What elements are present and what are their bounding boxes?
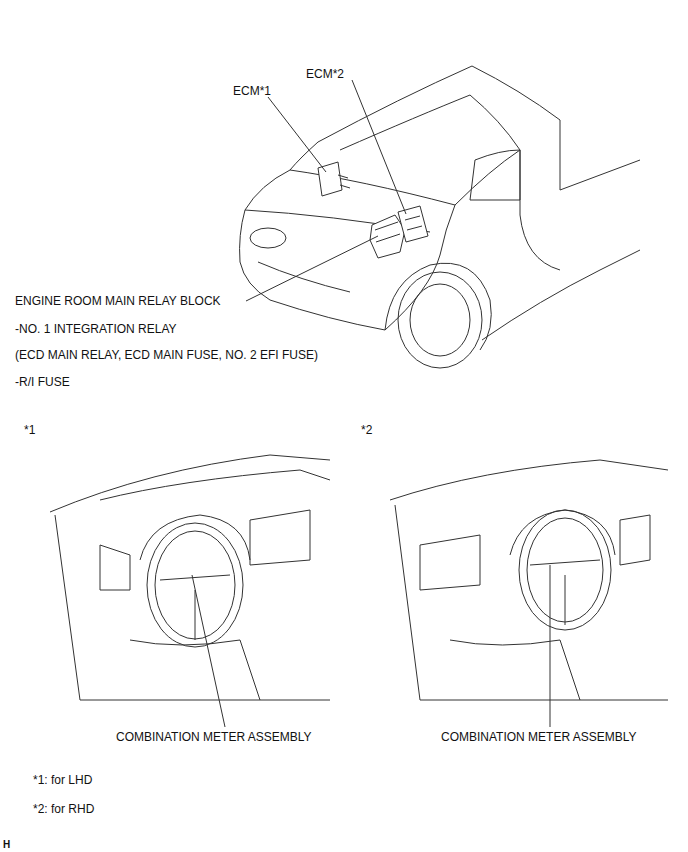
part-label: ECM*2 <box>306 67 344 81</box>
part-label: COMBINATION METER ASSEMBLY <box>116 730 312 744</box>
sub-part-label: -R/I FUSE <box>15 375 70 389</box>
sub-part-label: (ECD MAIN RELAY, ECD MAIN FUSE, NO. 2 EF… <box>15 348 318 362</box>
sub-part-label: -NO. 1 INTEGRATION RELAY <box>15 322 177 336</box>
callout-number: *1 <box>24 423 35 437</box>
note: *2: for RHD <box>33 802 94 816</box>
part-label: COMBINATION METER ASSEMBLY <box>441 730 637 744</box>
part-label: ECM*1 <box>233 84 271 98</box>
figure-code: H <box>3 838 10 852</box>
part-label: ENGINE ROOM MAIN RELAY BLOCK <box>15 294 221 308</box>
note: *1: for LHD <box>33 773 92 787</box>
callout-number: *2 <box>361 423 372 437</box>
